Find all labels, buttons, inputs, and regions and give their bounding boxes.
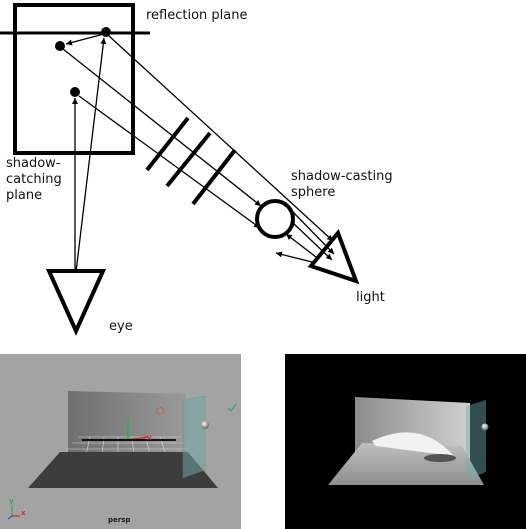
ray-sphere-to-light-b (291, 221, 333, 261)
light-icon (156, 407, 164, 415)
shadow-point (70, 87, 80, 97)
axis-gizmo-x-label: x (21, 509, 26, 517)
reflection-point-upper-right (101, 27, 111, 37)
ray-light-to-sphere (285, 233, 317, 258)
manipulator-x-marker: ✕ (146, 434, 153, 443)
check-icon (227, 403, 237, 412)
ray-reflection-to-upper-left-point (65, 33, 105, 46)
label-shadow-catching-plane: shadow- catching plane (6, 156, 62, 203)
light-triangle (307, 229, 360, 285)
rays (62, 33, 335, 273)
ray-filter-bar-1 (145, 116, 190, 172)
eye-triangle (45, 269, 107, 336)
ray-light-to-beyond (275, 251, 313, 263)
label-eye: eye (109, 319, 133, 334)
ray-upper-left-to-sphere (62, 48, 262, 207)
floor-plane (28, 452, 218, 488)
maya-perspective-viewport[interactable]: ✕ (0, 354, 241, 529)
reflection-point-upper-left (55, 41, 65, 51)
ray-diagram (0, 3, 360, 336)
render-sphere (481, 423, 489, 431)
ray-upper-right-to-light (108, 35, 334, 242)
render-translucent-panel (466, 400, 486, 480)
ray-sphere-to-light-a (290, 209, 335, 255)
shadow-casting-sphere (255, 199, 295, 239)
render-result (285, 354, 526, 529)
translucent-panel (182, 395, 206, 479)
sphere-object (201, 421, 209, 429)
render-reflection-highlight (372, 432, 454, 456)
label-light: light (356, 290, 385, 305)
label-reflection-plane: reflection plane (146, 8, 248, 23)
ray-shadow-point-to-sphere (78, 95, 261, 229)
render-shadow (424, 454, 456, 462)
label-shadow-casting-sphere: shadow-casting sphere (291, 169, 393, 200)
back-wall (68, 391, 186, 455)
axis-gizmo-y-label: y (9, 497, 14, 505)
axis-gizmo-z (7, 515, 13, 520)
ray-filter-bar-3 (191, 148, 237, 206)
ray-filter-bar-2 (165, 131, 212, 188)
viewport-camera-label: persp (108, 516, 131, 524)
shadow-catching-plane-box (13, 3, 135, 155)
